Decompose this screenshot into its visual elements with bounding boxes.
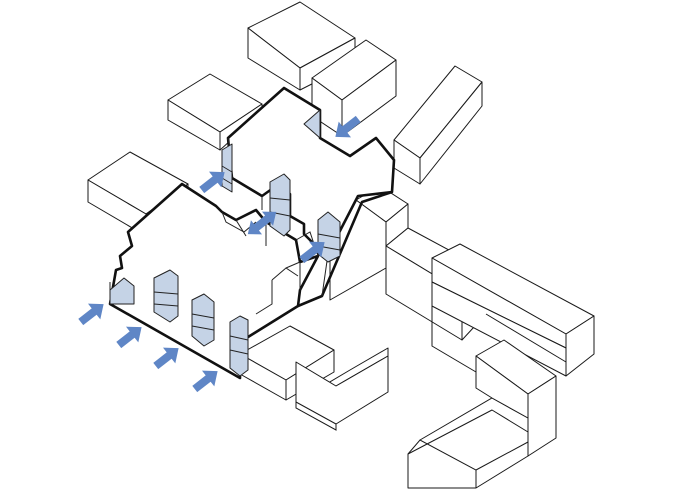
arrow-front-3-icon [149, 340, 185, 374]
courtyards [109, 109, 341, 377]
courtyard-south-2 [191, 293, 215, 347]
context-building-east-gable-2 [431, 243, 595, 377]
courtyard-south-1 [153, 269, 179, 323]
focus-complex [108, 86, 396, 380]
courtyard-south-west [109, 277, 135, 305]
courtyard-north-notch [303, 109, 321, 139]
arrow-front-2-icon [112, 319, 148, 353]
context-building-south-east-gable [407, 339, 557, 489]
focus-east-wall [297, 190, 393, 308]
arrow-front-1-icon [74, 296, 110, 330]
arrow-front-4-icon [188, 363, 224, 397]
context-building-south-2 [295, 347, 389, 431]
context-building-north-east-long [393, 65, 483, 185]
courtyard-north-center [269, 173, 291, 237]
courtyard-south-3 [229, 315, 249, 377]
courtyard-north-west [221, 143, 233, 193]
